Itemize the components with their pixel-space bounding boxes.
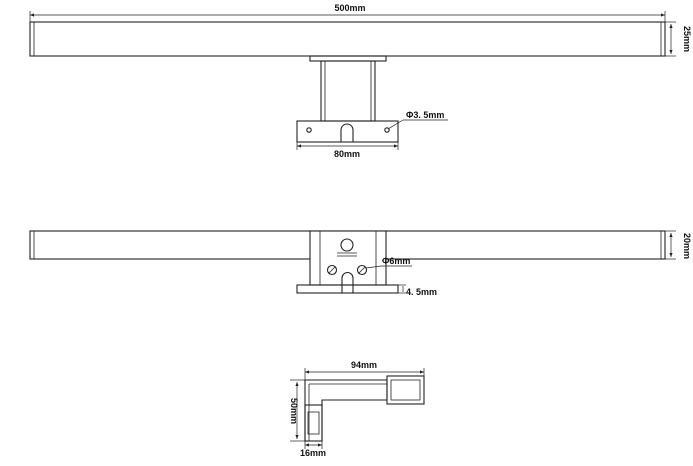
hole-mark: [328, 266, 336, 274]
screw-hole: [306, 127, 312, 133]
screw-hole: [384, 127, 390, 133]
mount-hole: [356, 264, 368, 276]
hole-leader-line: [365, 265, 382, 269]
support-arm: [320, 60, 376, 122]
mounting-plate: [296, 120, 399, 143]
mounting-plate: [296, 284, 399, 294]
arm-profile: [304, 379, 388, 442]
wall-bracket: [304, 404, 323, 442]
depth-label: 94mm: [351, 360, 377, 370]
front-view: 500mm 25mm Φ3. 5mm 80mm: [29, 3, 692, 159]
bar-profile: [386, 375, 425, 405]
hole-mark: [358, 266, 366, 274]
light-bar-front: [29, 21, 666, 57]
height-label: 50mm: [289, 398, 299, 424]
mounting-slot: [340, 123, 354, 142]
hole-label: Φ3. 5mm: [406, 110, 444, 120]
top-view: 20mm Φ6mm 4. 5mm: [29, 230, 692, 297]
screw-head: [340, 238, 354, 252]
mount-hole: [326, 264, 338, 276]
length-label: 500mm: [334, 3, 365, 13]
bracket-housing: [309, 230, 387, 286]
wall-bracket-slot: [307, 411, 320, 435]
base-width-label: 80mm: [334, 149, 360, 159]
mounting-slot: [341, 272, 354, 293]
hole-label: Φ6mm: [382, 256, 410, 266]
bar-profile-inner: [390, 379, 421, 401]
height-label: 25mm: [682, 26, 692, 52]
thickness-label: 4. 5mm: [406, 287, 437, 297]
connector-cap: [309, 55, 387, 62]
side-view: 94mm 50mm 16mm: [289, 360, 425, 458]
height-label: 20mm: [682, 233, 692, 259]
hole-leader-line: [387, 119, 404, 130]
base-width-label: 16mm: [300, 448, 326, 458]
